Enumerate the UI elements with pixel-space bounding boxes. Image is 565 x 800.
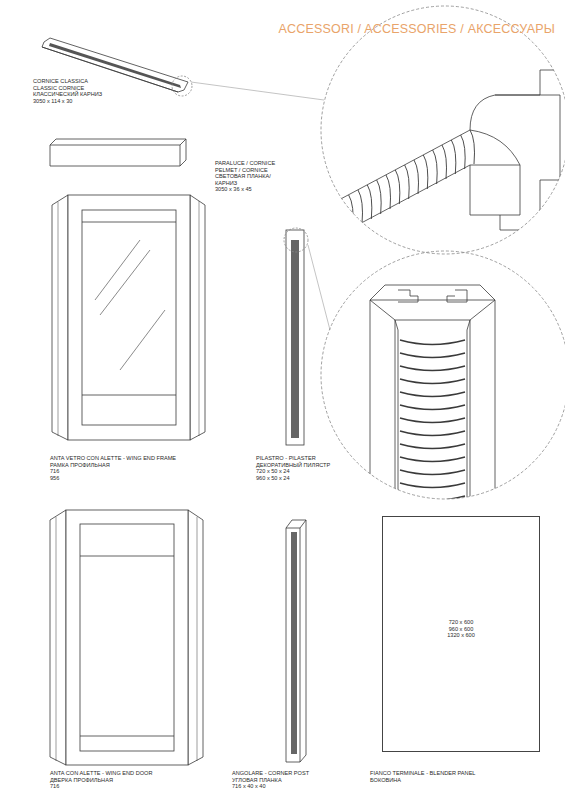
caption-text: PARALUCE / CORNICE: [215, 160, 275, 167]
caption-text: БОКОВИНА: [370, 777, 401, 784]
caption-text: ANTA VETRO CON ALETTE - WING END FRAME: [50, 455, 176, 462]
classic-cornice: [42, 38, 324, 100]
caption-text: PELMET / CORNICE: [215, 167, 268, 174]
caption-text: CORNICE CLASSICA: [33, 78, 88, 85]
caption-text: 3050 x 114 x 30: [33, 98, 72, 105]
caption-text: FIANCO TERMINALE - BLENDER PANEL: [370, 770, 475, 777]
caption-text: 3050 x 36 x 45: [215, 186, 252, 193]
cornice-detail: [320, 70, 565, 250]
corner-post: [286, 520, 306, 762]
blender-panel: 720 x 600960 x 6001320 x 600: [382, 516, 540, 752]
caption-text: 716: [50, 468, 59, 475]
caption-text: 960 x 50 x 24: [256, 475, 290, 482]
caption-text: 716 x 40 x 40: [232, 783, 266, 790]
caption-text: ANTA CON ALETTE - WING END DOOR: [50, 770, 152, 777]
detail-circle: [321, 251, 565, 499]
pelmet: [50, 139, 186, 166]
wing-end-door: [50, 510, 203, 765]
caption-text: СВЕТОВАЯ ПЛАНКА/: [215, 173, 271, 180]
caption-text: ДВЕРКА ПРОФИЛЬНАЯ: [50, 777, 113, 784]
dimension-text: 720 x 600: [383, 619, 539, 626]
caption-text: УГЛОВАЯ ПЛАНКА: [232, 777, 282, 784]
caption-text: 720 x 50 x 24: [256, 468, 290, 475]
dimension-text: 1320 x 600: [383, 632, 539, 639]
detail-circle: [321, 6, 565, 254]
caption-text: 956: [50, 475, 59, 482]
caption-text: ДЕКОРАТИВНЫЙ ПИЛЯСТР: [256, 462, 330, 469]
page-title: ACCESSORI / ACCESSORIES / АКСЕССУАРЫ: [278, 22, 555, 36]
caption-text: ANGOLARE - CORNER POST: [232, 770, 309, 777]
caption-text: 716: [50, 783, 59, 790]
caption-text: КЛАССИЧЕСКИЙ КАРНИЗ: [33, 91, 102, 98]
pilaster-detail: [370, 285, 495, 514]
pilaster: [284, 228, 330, 445]
wing-end-frame: [52, 195, 205, 440]
caption-text: КАРНИЗ: [215, 180, 237, 187]
caption-text: PILASTRO - PILASTER: [256, 455, 316, 462]
caption-text: РАМКА ПРОФИЛЬНАЯ: [50, 462, 110, 469]
caption-text: CLASSIC CORNICE: [33, 85, 84, 92]
dimension-text: 960 x 600: [383, 626, 539, 633]
